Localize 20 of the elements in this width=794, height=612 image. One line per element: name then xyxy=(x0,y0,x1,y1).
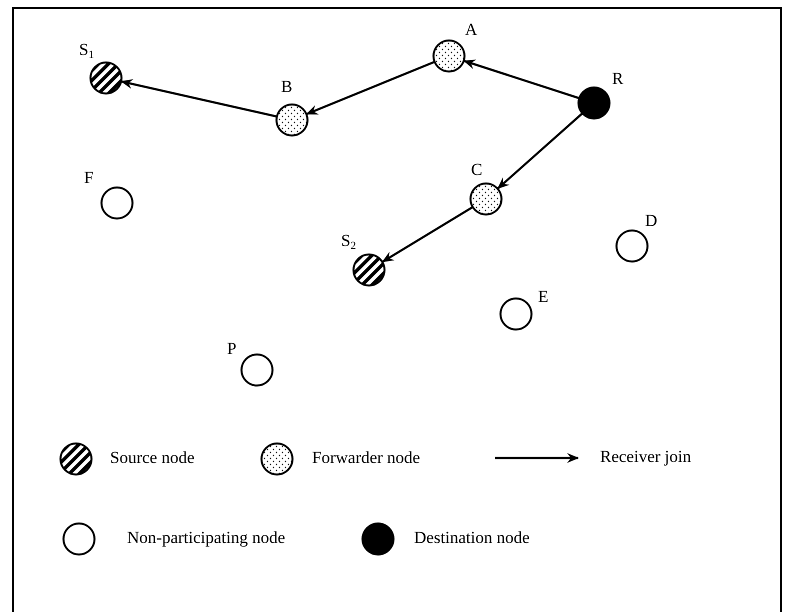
node-label: S$_{2}$ xyxy=(341,231,356,251)
node-label: P xyxy=(227,339,236,359)
arrow xyxy=(382,206,473,263)
node-label: B xyxy=(281,77,292,97)
legend-label: Receiver join xyxy=(600,447,692,467)
node-label: R xyxy=(612,69,624,89)
node-label: S$_{1}$ xyxy=(79,40,94,60)
arrow xyxy=(120,79,277,118)
node-label: C xyxy=(471,160,482,180)
node-label: F xyxy=(84,168,94,188)
node-label: D xyxy=(645,211,658,231)
legend-label: Source node xyxy=(110,448,195,468)
node-label: E xyxy=(538,287,548,307)
legend-label: Non-participating node xyxy=(127,528,286,548)
node-label: A xyxy=(465,20,478,40)
arrow xyxy=(497,112,583,190)
legend-label: Forwarder node xyxy=(312,448,420,468)
legend-label: Destination node xyxy=(414,528,530,548)
arrow xyxy=(306,61,435,115)
arrow xyxy=(463,60,580,100)
